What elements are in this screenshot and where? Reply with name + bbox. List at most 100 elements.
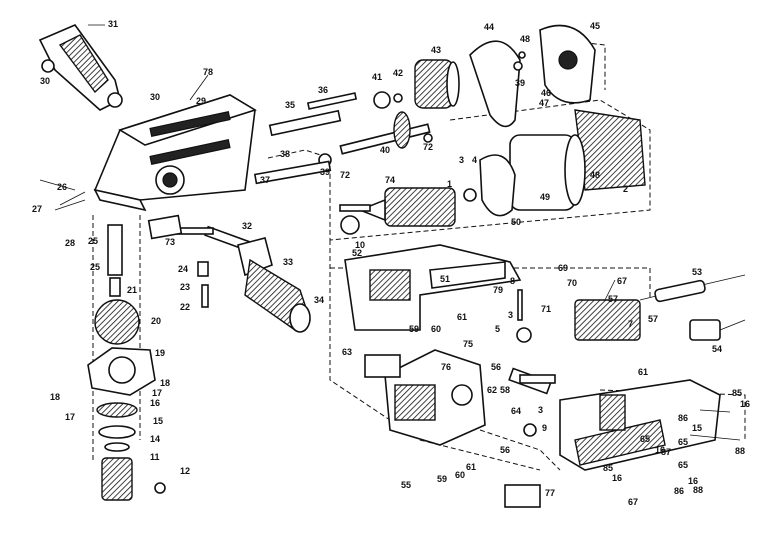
leader-lines — [39, 24, 741, 441]
part-label-l50: 50 — [511, 217, 521, 227]
part-label-l10: 10 — [355, 240, 365, 250]
part-label-l72b: 72 — [423, 142, 433, 152]
part-label-l85a: 85 — [732, 388, 742, 398]
part-label-l60b: 60 — [455, 470, 465, 480]
part-label-l47: 47 — [539, 98, 549, 108]
gasket — [469, 40, 521, 128]
part-label-l9: 9 — [542, 423, 547, 433]
part-label-l16e: 16 — [688, 476, 698, 486]
part-label-l31: 31 — [108, 19, 118, 29]
part-label-l70: 70 — [567, 278, 577, 288]
label-plates — [147, 214, 556, 508]
part-label-l41: 41 — [372, 72, 382, 82]
part-label-l61b: 61 — [638, 367, 648, 377]
part-label-l15b: 15 — [692, 423, 702, 433]
part-label-l21: 21 — [127, 285, 137, 295]
part-label-l39b: 39 — [320, 167, 330, 177]
part-label-l51: 51 — [440, 274, 450, 284]
part-label-l15: 15 — [153, 416, 163, 426]
part-label-l49: 49 — [540, 192, 550, 202]
side-handle — [204, 225, 311, 333]
part-label-l22: 22 — [180, 302, 190, 312]
part-label-l37: 37 — [260, 175, 270, 185]
part-label-l38: 38 — [280, 149, 290, 159]
part-label-l87: 87 — [661, 447, 671, 457]
part-label-l3a: 3 — [459, 155, 464, 165]
part-label-l16b: 16 — [740, 399, 750, 409]
part-label-l59b: 59 — [437, 474, 447, 484]
switch-and-cord — [574, 274, 746, 341]
part-label-l28: 28 — [65, 238, 75, 248]
part-label-l3c: 3 — [538, 405, 543, 415]
part-label-l25: 25 — [90, 262, 100, 272]
part-label-l86a: 86 — [678, 413, 688, 423]
part-label-l30b: 30 — [150, 92, 160, 102]
part-label-l65a: 65 — [640, 434, 650, 444]
part-label-l25a: 25 — [88, 236, 98, 246]
part-label-l36: 36 — [318, 85, 328, 95]
switch-cover — [38, 24, 123, 111]
part-label-l57b: 57 — [648, 314, 658, 324]
part-label-l73: 73 — [165, 237, 175, 247]
part-label-l76: 76 — [441, 362, 451, 372]
part-label-l48b: 48 — [590, 170, 600, 180]
part-label-l20: 20 — [151, 316, 161, 326]
part-label-l64: 64 — [511, 406, 521, 416]
part-label-l34: 34 — [314, 295, 324, 305]
part-label-l86b: 86 — [674, 486, 684, 496]
part-label-l30a: 30 — [40, 76, 50, 86]
part-label-l48: 48 — [520, 34, 530, 44]
part-label-l35: 35 — [285, 100, 295, 110]
part-label-l85b: 85 — [603, 463, 613, 473]
part-label-l18a: 18 — [160, 378, 170, 388]
part-label-l62: 62 — [487, 385, 497, 395]
part-label-l57a: 57 — [608, 294, 618, 304]
part-label-l18b: 18 — [50, 392, 60, 402]
part-label-l45: 45 — [590, 21, 600, 31]
part-label-l69: 69 — [558, 263, 568, 273]
part-label-l43: 43 — [431, 45, 441, 55]
part-label-l56b: 56 — [500, 445, 510, 455]
field-assembly — [509, 109, 646, 211]
gear-bearing — [414, 59, 460, 109]
part-label-l77: 77 — [545, 488, 555, 498]
part-label-l12: 12 — [180, 466, 190, 476]
part-label-l1: 1 — [447, 179, 452, 189]
part-label-l17a: 17 — [152, 388, 162, 398]
part-label-l59a: 59 — [409, 324, 419, 334]
part-label-l61a: 61 — [457, 312, 467, 322]
part-label-l74: 74 — [385, 175, 395, 185]
part-label-l46: 46 — [541, 88, 551, 98]
motor-housing — [559, 379, 721, 471]
part-label-l24: 24 — [178, 264, 188, 274]
part-label-l63: 63 — [342, 347, 352, 357]
part-label-l16d: 16 — [612, 473, 622, 483]
part-label-l17b: 17 — [65, 412, 75, 422]
part-label-l88a: 88 — [735, 446, 745, 456]
part-label-l14: 14 — [150, 434, 160, 444]
motor-housing-half — [344, 244, 522, 331]
part-label-l60a: 60 — [431, 324, 441, 334]
part-label-l26: 26 — [57, 182, 67, 192]
part-label-l44: 44 — [484, 22, 494, 32]
spindle-assembly — [253, 91, 433, 185]
part-label-l53: 53 — [692, 267, 702, 277]
part-label-l61c: 61 — [466, 462, 476, 472]
part-label-l65: 65 — [678, 437, 688, 447]
part-label-l2: 2 — [623, 184, 628, 194]
part-label-l19: 19 — [155, 348, 165, 358]
part-label-l88b: 88 — [693, 485, 703, 495]
part-label-l3b: 3 — [508, 310, 513, 320]
part-label-l71: 71 — [541, 304, 551, 314]
part-label-l40: 40 — [380, 145, 390, 155]
part-label-l8: 8 — [510, 276, 515, 286]
part-label-l55: 55 — [401, 480, 411, 490]
part-label-l52: 52 — [352, 248, 362, 258]
part-label-l4: 4 — [472, 155, 477, 165]
part-label-l16: 16 — [150, 398, 160, 408]
part-label-l78: 78 — [203, 67, 213, 77]
part-label-l29: 29 — [196, 96, 206, 106]
part-label-l23: 23 — [180, 282, 190, 292]
